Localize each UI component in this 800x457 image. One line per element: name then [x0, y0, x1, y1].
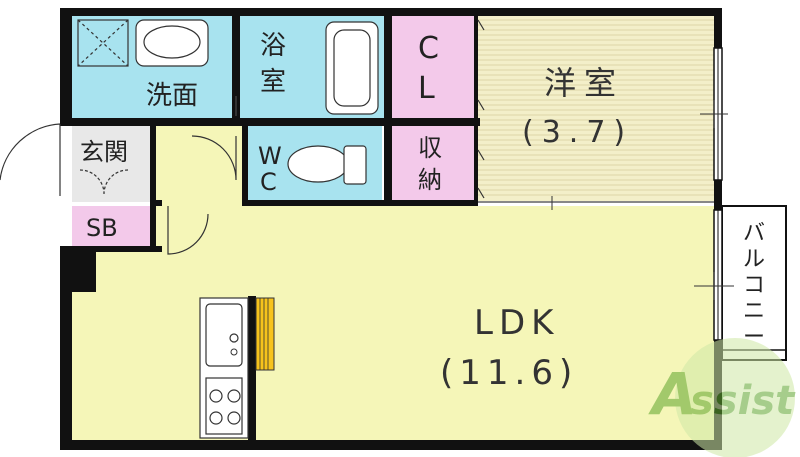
walls — [60, 8, 722, 450]
label-western-title: 洋室 — [544, 64, 624, 102]
label-closet-bottom: L — [418, 71, 435, 106]
balcony-char: バ — [743, 221, 765, 246]
label-ldk-title: LDK — [474, 303, 559, 343]
label-wc-top: W — [258, 142, 282, 170]
label-storage-top: 収 — [418, 134, 442, 162]
hallway-floor — [156, 126, 242, 206]
shoebox-floor — [72, 206, 150, 246]
doors — [0, 19, 485, 255]
balcony-floor — [721, 205, 787, 361]
balcony-char: コ — [743, 273, 765, 298]
watermark-text: ssist — [690, 378, 796, 424]
bathtub — [325, 21, 379, 115]
label-bath-bottom: 室 — [260, 67, 286, 97]
western-room-stripes — [478, 19, 714, 196]
watermark-a: A — [648, 360, 697, 428]
balcony-char: ル — [743, 247, 765, 272]
label-closet-top: C — [418, 31, 439, 66]
label-wc-bottom: C — [260, 168, 277, 196]
washing-machine-space — [77, 19, 129, 67]
western-room-floor — [478, 16, 714, 202]
kitchen-shelf — [255, 297, 275, 371]
toilet — [287, 145, 367, 185]
label-entrance: 玄関 — [80, 138, 128, 166]
label-bath-top: 浴 — [260, 31, 286, 61]
balcony-char: ニ — [743, 299, 765, 324]
window-right-bottom — [713, 209, 723, 341]
closet-floor — [392, 16, 474, 118]
label-ldk-size: (11.6) — [440, 353, 578, 393]
balcony-char: ー — [743, 325, 765, 350]
kitchen-counter — [199, 297, 249, 439]
entrance-floor — [72, 126, 150, 202]
dimension-marks — [551, 100, 734, 300]
label-western-size: (3.7) — [522, 115, 633, 150]
label-washroom: 洗面 — [146, 81, 198, 111]
storage-floor — [392, 126, 474, 200]
label-balcony: バ ル コ ニ ー — [743, 221, 765, 350]
label-storage-bottom: 納 — [418, 166, 442, 194]
watermark-circle — [675, 338, 795, 457]
vanity-sink — [135, 19, 209, 67]
watermark-logo: A ssist — [648, 338, 796, 457]
label-shoebox: SB — [86, 214, 118, 242]
